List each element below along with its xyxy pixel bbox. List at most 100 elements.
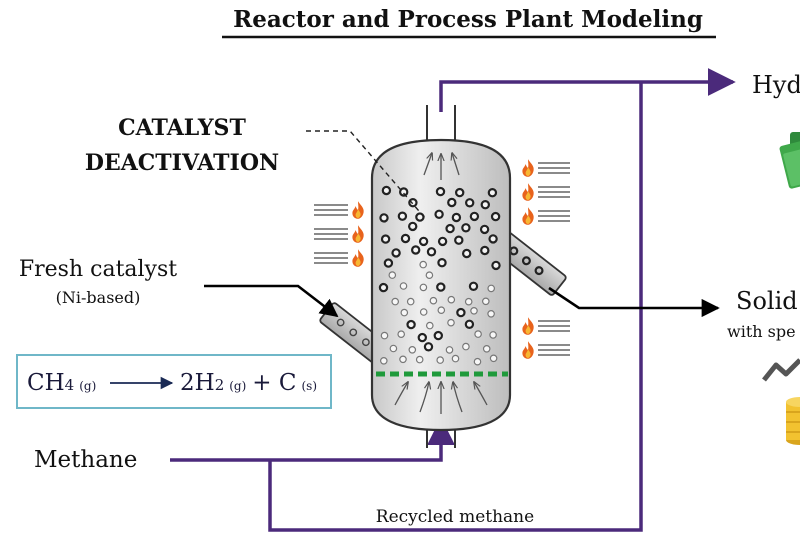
deactivated-catalyst-particle (383, 258, 394, 268)
fresh-catalyst-particle (391, 297, 400, 306)
recycled-methane-label: Recycled methane (376, 507, 534, 527)
fresh-catalyst-label: Fresh catalyst (19, 257, 177, 282)
fresh-catalyst-particle (489, 331, 497, 339)
coin-stack-icon (786, 397, 800, 445)
internal-flow-arrows (394, 153, 488, 414)
fresh-catalyst-particle (447, 318, 455, 327)
flame-icon (522, 207, 534, 225)
svg-text:2H2(g)+ C(s): 2H2 (g) + C (s) (180, 370, 317, 396)
fresh-catalyst-particle (408, 345, 417, 354)
process-lines (170, 68, 736, 532)
fresh-catalyst-sublabel: (Ni-based) (56, 288, 141, 307)
deactivated-catalyst-particle (490, 211, 501, 222)
deactivated-catalyst-particle (411, 245, 421, 255)
deactivated-catalyst-particle (433, 330, 443, 341)
deactivated-catalyst-particle (468, 281, 479, 291)
deactivated-catalyst-particle (435, 186, 446, 197)
deactivated-catalyst-particle (391, 248, 401, 258)
deactivated-catalyst-particle (479, 224, 490, 235)
deactivated-catalyst-particle (406, 319, 416, 330)
catalyst-particles (378, 185, 501, 366)
deactivated-catalyst-particle (488, 234, 498, 244)
deactivated-catalyst-particle (437, 236, 448, 247)
deactivated-catalyst-particle (399, 187, 409, 197)
deactivated-catalyst-particle (408, 221, 418, 232)
fresh-catalyst-particle (400, 308, 409, 317)
fresh-catalyst-particle (425, 321, 434, 330)
top-nozzle (426, 105, 456, 145)
deactivated-catalyst-particle (491, 260, 501, 271)
recycle-line (268, 82, 643, 532)
eq-product1: 2H (180, 370, 215, 396)
fresh-catalyst-particle (451, 354, 460, 363)
fresh-catalyst-particle (379, 356, 388, 365)
deactivated-catalyst-particle (417, 332, 427, 343)
fresh-catalyst-particle (473, 357, 482, 366)
fresh-catalyst-particle (487, 284, 496, 293)
fresh-catalyst-particle (380, 331, 389, 340)
hydrogen-outlet-line (439, 68, 736, 112)
fresh-catalyst-particle (489, 354, 498, 363)
deactivated-catalyst-particle (434, 209, 444, 219)
solid-label: Solid (736, 287, 798, 315)
flame-icon (522, 341, 534, 359)
eq-plus-carbon: + C (252, 370, 296, 396)
eq-reactant-sub: 4 (65, 376, 75, 394)
eq-product1-state: (g) (229, 379, 246, 393)
deactivated-catalyst-particle (455, 187, 465, 198)
fresh-catalyst-particle (406, 297, 415, 306)
eq-product1-sub: 2 (215, 376, 225, 394)
deactivated-catalyst-particle (487, 187, 498, 198)
fresh-catalyst-particle (482, 344, 491, 353)
deactivated-catalyst-particle (456, 307, 466, 318)
fresh-catalyst-particle (447, 295, 456, 304)
deactivated-catalyst-particle (469, 211, 480, 222)
deactivated-catalyst-particle (465, 198, 475, 208)
hydrogen-label: Hyd (752, 71, 800, 99)
deactivated-catalyst-particle (462, 248, 472, 259)
specification-label: with spe (727, 322, 796, 341)
solid-outlet-arrow (548, 286, 720, 318)
flame-icon (352, 249, 364, 267)
deactivated-catalyst-particle (381, 185, 392, 196)
fresh-catalyst-particle (429, 296, 438, 305)
flame-icon (522, 159, 534, 177)
flame-icon (352, 201, 364, 219)
deactivated-catalyst-particle (451, 212, 462, 223)
money-icon (779, 132, 800, 189)
deactivated-catalyst-particle (437, 258, 447, 268)
deactivated-catalyst-particle (378, 282, 389, 293)
solid-outlet-pipe (492, 230, 567, 296)
fresh-catalyst-arrow (204, 284, 339, 318)
eq-reactant: CH (27, 370, 65, 396)
fresh-catalyst-particle (399, 282, 408, 290)
flame-icon (522, 183, 534, 201)
fresh-catalyst-particle (474, 330, 482, 338)
fresh-catalyst-particle (388, 271, 397, 279)
deactivated-catalyst-particle (380, 234, 391, 244)
equation-box (16, 354, 332, 409)
trend-arrow-icon (762, 358, 800, 382)
fresh-catalyst-particle (470, 306, 478, 315)
page-title: Reactor and Process Plant Modeling (233, 6, 703, 33)
fresh-catalyst-particle (419, 260, 428, 269)
eq-product2-state: (s) (301, 379, 317, 393)
flame-icon (522, 317, 534, 335)
deactivated-catalyst-particle (480, 199, 490, 210)
deactivated-catalyst-particle (464, 319, 475, 329)
fresh-catalyst-particle (397, 330, 406, 339)
deactivated-catalyst-particle (379, 213, 389, 223)
fresh-catalyst-particle (436, 356, 445, 364)
deactivated-catalyst-particle (480, 245, 490, 256)
deactivated-catalyst-particle (447, 197, 457, 208)
fresh-catalyst-particle (462, 342, 470, 351)
fresh-catalyst-particle (425, 271, 434, 280)
fresh-catalyst-particle (437, 306, 446, 315)
deactivated-catalyst-particle (418, 236, 429, 247)
reaction-equation: CH4 (g) 2H2 (g) + C (s) (16, 354, 332, 409)
fresh-catalyst-particle (415, 355, 424, 364)
deactivated-catalyst-particle (423, 342, 434, 352)
methane-inlet-line (170, 417, 455, 462)
